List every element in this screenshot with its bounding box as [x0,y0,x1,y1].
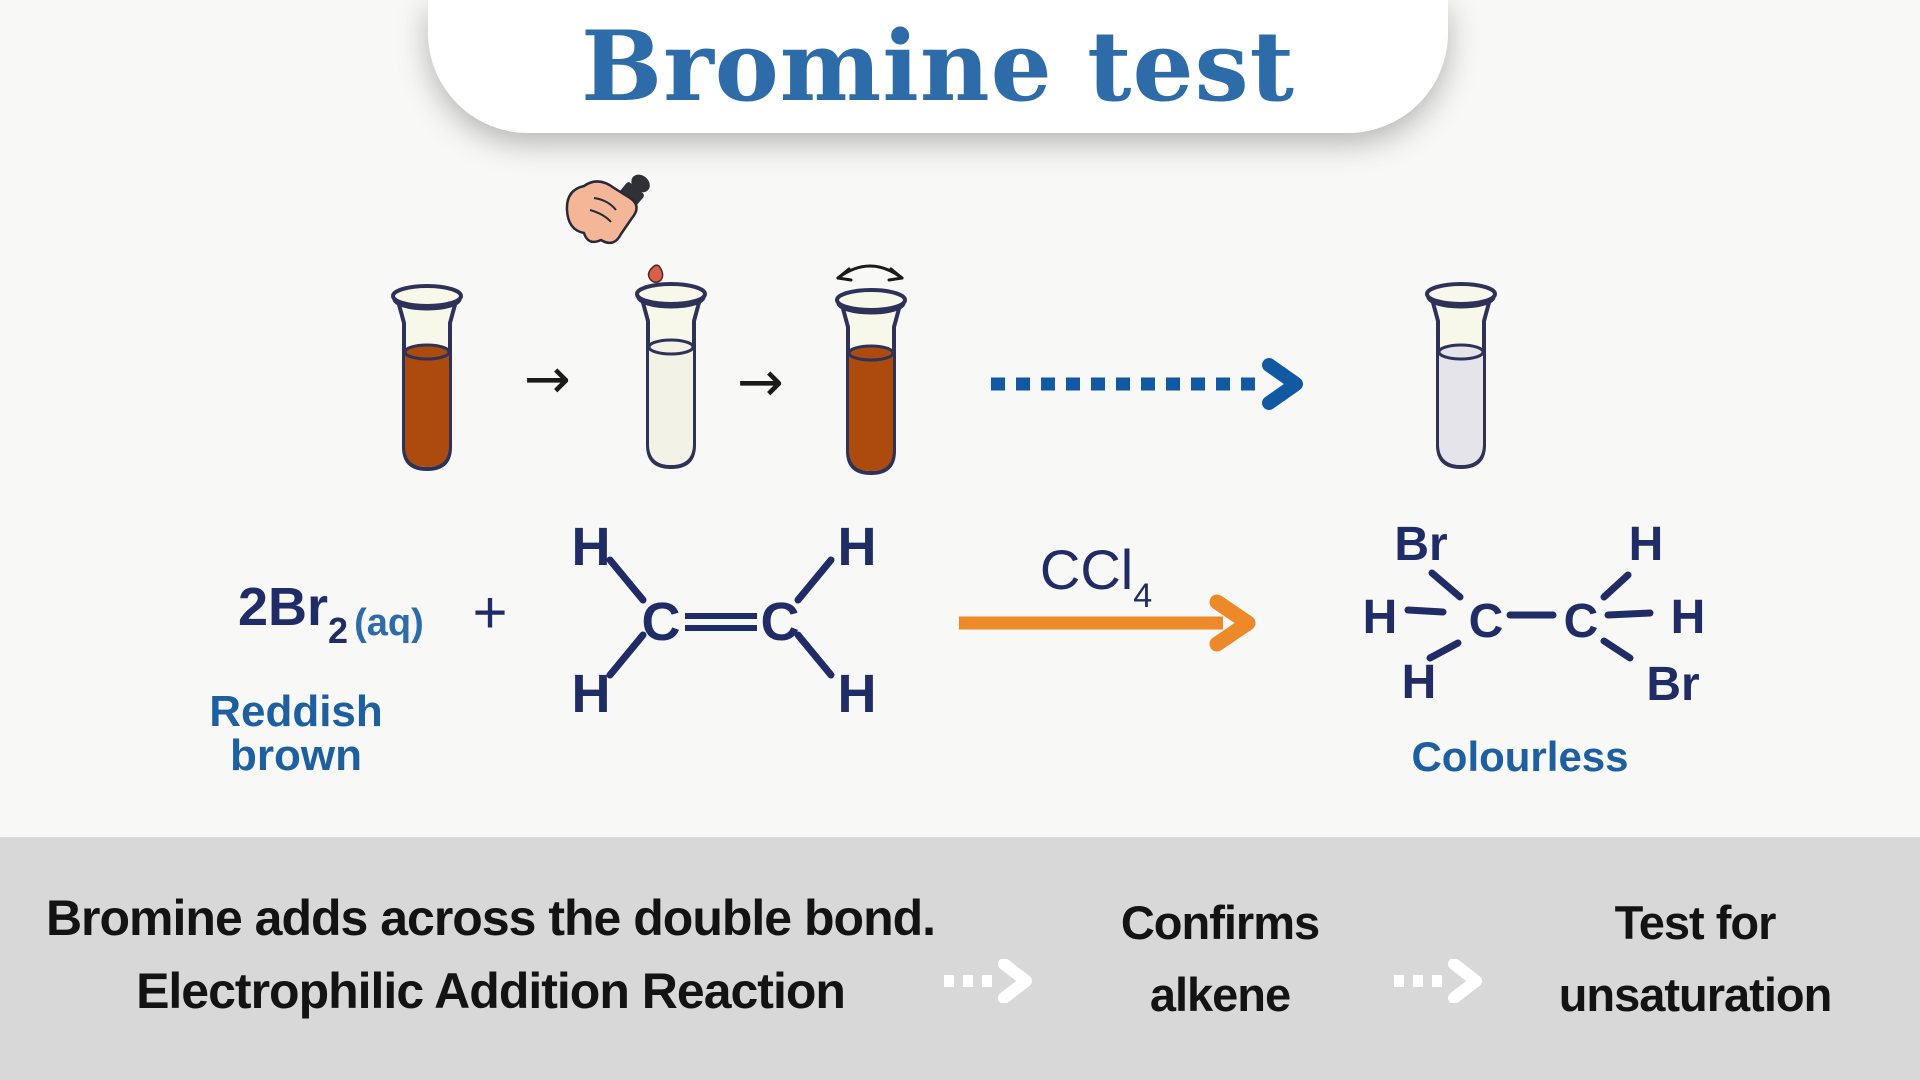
tube-lip [392,298,462,311]
tube-lip [1426,296,1496,309]
colourless-label: Colourless [1411,733,1629,780]
dashed-arrow-1 [944,959,1032,1003]
tube-liquid-reddish-brown [405,352,449,467]
product-br-top-left: Br [1394,518,1447,571]
tube-rim [635,282,707,306]
reagent-state: (aq) [354,602,424,644]
confirms-alkene-text: Confirms alkene [1085,887,1355,1031]
reagent-formula: 2Br [238,577,329,637]
product-c-left: C [1469,595,1504,648]
step-arrow-2: → [737,350,784,415]
confirms-line2: alkene [1149,968,1291,1021]
ethene-h-bottom-right: H [838,664,877,720]
liquid-surface [403,343,451,361]
bromine-formula: 2Br2(aq) [238,577,424,648]
step-arrow-1: → [524,347,571,412]
liquid-surface [847,344,895,362]
tube-lip [636,296,706,309]
shake-arrows-icon [836,264,904,282]
ethene-h-top-left: H [572,517,611,577]
ethene-c-left: C [642,592,681,652]
tube-rim [1425,282,1497,306]
tube-lip [836,302,906,315]
dropper-hand-illustration [565,174,664,283]
mechanism-note-line2: Electrophilic Addition Reaction [136,963,846,1019]
reaction-arrow [959,594,1256,652]
hand [565,180,638,245]
dibromoethane-structure: Br H H C C H H Br [1363,518,1706,711]
product-h-top-right: H [1629,518,1664,571]
test-line2: unsaturation [1558,968,1833,1021]
dashed-arrow-2 [1394,959,1482,1003]
title-banner: Bromine test [428,0,1448,133]
liquid-surface [1437,343,1485,361]
tube-rim [391,284,463,308]
test-tube-sample [635,282,707,469]
product-h-left: H [1363,591,1398,644]
dropper-cap [619,182,644,206]
solvent-formula: CCl [1039,538,1134,601]
mechanism-note-line1: Bromine adds across the double bond. [45,890,936,946]
ethene-h-bottom-left: H [572,664,611,720]
test-tube-result [1425,282,1497,469]
test-line1: Test for [1614,896,1777,949]
test-for-unsaturation-text: Test for unsaturation [1545,887,1845,1031]
test-tube-bromine-water [391,284,463,471]
page-title: Bromine test [581,9,1295,123]
tube-liquid-colourless [1439,352,1483,465]
dotted-progress-arrow [991,358,1303,410]
ethene-structure: H H C C H H [572,517,877,720]
mechanism-note: Bromine adds across the double bond. Ele… [38,882,943,1028]
product-br-bottom-right: Br [1646,658,1699,711]
product-c-right: C [1564,595,1599,648]
liquid-surface [647,338,695,356]
ethene-c-right: C [761,592,800,652]
product-h-right: H [1671,591,1706,644]
test-tube-mixture [835,288,907,475]
product-bonds [1404,569,1654,662]
ethene-h-top-right: H [838,517,877,577]
reddish-brown-label: Reddish brown [209,687,383,780]
footer-bar: Bromine adds across the double bond. Ele… [0,837,1920,1080]
ethene-bonds [606,556,835,679]
tube-rim [835,288,907,312]
reagent-subscript: 2 [328,609,349,651]
tube-liquid-reddish-brown [849,353,893,471]
finger-lines [589,197,617,223]
tube-liquid-pale [649,347,693,465]
ccl4-label: CCl4 [996,542,1196,614]
falling-drop [647,264,664,283]
plus-sign: + [472,579,508,646]
product-h-bottom-left: H [1402,656,1437,709]
solvent-subscript: 4 [1133,577,1153,616]
confirms-line1: Confirms [1120,896,1320,949]
